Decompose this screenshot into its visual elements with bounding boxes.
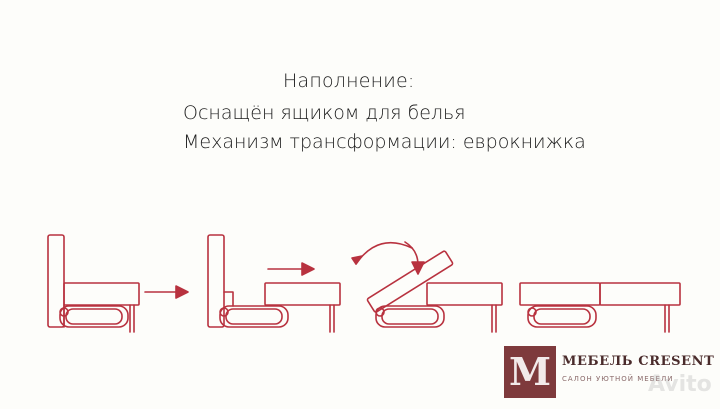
logo-mark-icon: М: [504, 346, 556, 398]
arrow-right-icon: [144, 285, 189, 299]
brand-tagline: САЛОН УЮТНОЙ МЕБЕЛИ: [562, 375, 674, 383]
transformation-diagram: [47, 234, 681, 333]
filling-heading: Наполнение:: [283, 70, 415, 92]
mechanism-text: Механизм трансформации: еврокнижка: [183, 131, 586, 153]
storage-box-text: Оснащён ящиком для белья: [183, 102, 466, 124]
sofa-fold-back-icon: [351, 241, 503, 333]
avito-watermark: Avito: [648, 372, 712, 397]
sofa-folded-icon: [47, 234, 140, 333]
sofa-unfolded-bed-icon: [519, 282, 681, 333]
description-block: Наполнение: Оснащён ящиком для белья Мех…: [0, 0, 720, 170]
brand-name: МЕБЕЛЬ CRESENT: [562, 354, 715, 369]
brand-logo: М МЕБЕЛЬ CRESENT САЛОН УЮТНОЙ МЕБЕЛИ: [504, 346, 720, 400]
sofa-pull-seat-icon: [207, 234, 341, 333]
